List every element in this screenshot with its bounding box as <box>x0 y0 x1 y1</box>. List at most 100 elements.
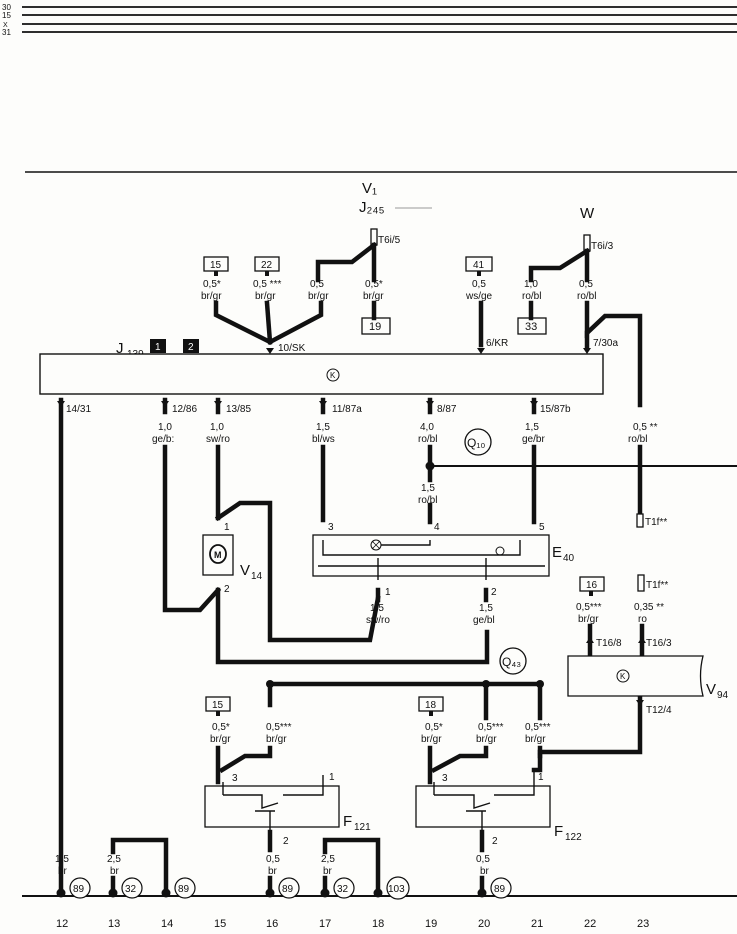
wire-label-24-color: br <box>58 866 68 877</box>
rail-label-x: X <box>3 22 8 29</box>
svg-text:T6i/3: T6i/3 <box>591 241 614 252</box>
track-12: 12 <box>56 918 68 930</box>
track-13: 13 <box>108 918 120 930</box>
wire-label-25-color: br <box>110 866 120 877</box>
connector-t1f-b: T1f** <box>637 574 668 592</box>
wire-label-11-size: 4,0 <box>420 422 434 433</box>
svg-text:4: 4 <box>434 522 440 533</box>
track-14: 14 <box>161 918 173 930</box>
wire-label-11-color: ro/bl <box>418 434 437 445</box>
middle-wires <box>58 397 737 893</box>
ground-wires <box>110 829 485 893</box>
pin-15: 15/87b <box>540 404 571 415</box>
svg-text:2: 2 <box>188 342 194 353</box>
w-label: W <box>580 205 595 222</box>
wire-label-27-size: 2,5 <box>321 854 335 865</box>
wire-label-26-size: 0,5 <box>266 854 280 865</box>
wire-label-3-color: br/gr <box>308 291 329 302</box>
wire-label-9-size: 1,0 <box>210 422 224 433</box>
ref-box-19: 19 <box>361 317 391 335</box>
wire-label-20-size: 0,5*** <box>266 722 292 733</box>
pin-arrows <box>57 348 646 706</box>
svg-text:V: V <box>706 681 716 698</box>
svg-text:121: 121 <box>354 822 371 833</box>
wire-label-12-color: ge/br <box>522 434 545 445</box>
wire-label-15-size: 1,5 <box>370 603 384 614</box>
wire-label-13-size: 0,5 ** <box>633 422 658 433</box>
wire-label-16-size: 1,5 <box>479 603 493 614</box>
wire-label-14-color: ro/bl <box>418 495 437 506</box>
v14-motor: M 1 2 V 14 <box>202 522 263 595</box>
svg-text:19: 19 <box>369 321 381 333</box>
wire-label-4-size: 0,5* <box>365 279 383 290</box>
j245-label: J₂₄₅ <box>359 199 385 216</box>
ground-ref-32a: 32 <box>121 877 143 899</box>
track-18: 18 <box>372 918 384 930</box>
svg-text:15: 15 <box>210 260 222 271</box>
wire-label-6-color: ro/bl <box>522 291 541 302</box>
svg-text:89: 89 <box>73 884 85 895</box>
svg-text:89: 89 <box>282 884 294 895</box>
track-22: 22 <box>584 918 596 930</box>
svg-text:1: 1 <box>155 342 161 353</box>
svg-text:33: 33 <box>525 321 537 333</box>
wire-label-10-color: bl/ws <box>312 434 335 445</box>
ground-ref-89b: 89 <box>174 877 196 899</box>
f122-switch: 3 1 F 122 2 <box>415 770 582 847</box>
svg-text:1: 1 <box>224 522 230 533</box>
e40-switch: 3 4 5 E 40 1 2 <box>312 522 575 598</box>
svg-text:F: F <box>554 823 563 840</box>
wire-label-21-color: br/gr <box>421 734 442 745</box>
wire-label-9-color: sw/ro <box>206 434 230 445</box>
svg-text:5: 5 <box>539 522 545 533</box>
pin-6: 6/KR <box>486 338 508 349</box>
ground-ref-89d: 89 <box>490 877 512 899</box>
svg-text:89: 89 <box>178 884 190 895</box>
wire-label-17-color: br/gr <box>578 614 599 625</box>
wire-label-7-size: 0,5 <box>579 279 593 290</box>
wire-label-24-size: 1,5 <box>55 854 69 865</box>
wire-label-28-size: 0,5 <box>476 854 490 865</box>
svg-text:T1f**: T1f** <box>645 517 667 528</box>
svg-text:Q₄₃: Q₄₃ <box>502 655 521 669</box>
ref-box-41: 41 <box>465 256 493 276</box>
v1-label: V₁ <box>362 180 377 197</box>
svg-text:32: 32 <box>125 884 137 895</box>
wire-label-20-color: br/gr <box>266 734 287 745</box>
wire-label-10-size: 1,5 <box>316 422 330 433</box>
wire-label-18-color: ro <box>638 614 647 625</box>
svg-text:1: 1 <box>538 772 544 783</box>
connector-t1f-a: T1f** <box>636 513 667 528</box>
svg-text:J: J <box>116 340 124 357</box>
svg-text:3: 3 <box>328 522 334 533</box>
wire-label-8-size: 1,0 <box>158 422 172 433</box>
switch-feed-wires <box>215 745 543 785</box>
svg-text:18: 18 <box>425 700 437 711</box>
svg-text:K: K <box>330 371 336 380</box>
svg-text:40: 40 <box>563 553 575 564</box>
wire-label-8-color: ge/b: <box>152 434 174 445</box>
rail-label-31: 31 <box>2 28 11 37</box>
svg-text:22: 22 <box>261 260 273 271</box>
ground-ref-103: 103 <box>386 876 410 900</box>
svg-text:3: 3 <box>442 773 448 784</box>
wire-label-12-size: 1,5 <box>525 422 539 433</box>
current-track-numbers: 12 13 14 15 16 17 18 19 20 21 22 23 <box>56 918 649 930</box>
q43-ground-point: Q₄₃ <box>499 647 527 675</box>
connector-t16-8: T16/8 <box>596 638 622 649</box>
ref-box-22: 22 <box>254 256 280 276</box>
top-wires <box>213 241 643 408</box>
ground-ref-89c: 89 <box>278 877 300 899</box>
ground-dots <box>56 888 487 898</box>
wire-label-17-size: 0,5*** <box>576 602 602 613</box>
q10-ground-point: Q₁₀ <box>464 428 492 456</box>
wire-label-15-color: sw/ro <box>366 615 390 626</box>
supply-rails: 30 15 X 31 <box>2 3 737 173</box>
wire-label-1-color: br/gr <box>201 291 222 302</box>
rail-label-15: 15 <box>2 11 11 20</box>
wire-label-16-color: ge/bl <box>473 615 495 626</box>
svg-text:15: 15 <box>212 700 224 711</box>
wire-label-26-color: br <box>268 866 278 877</box>
